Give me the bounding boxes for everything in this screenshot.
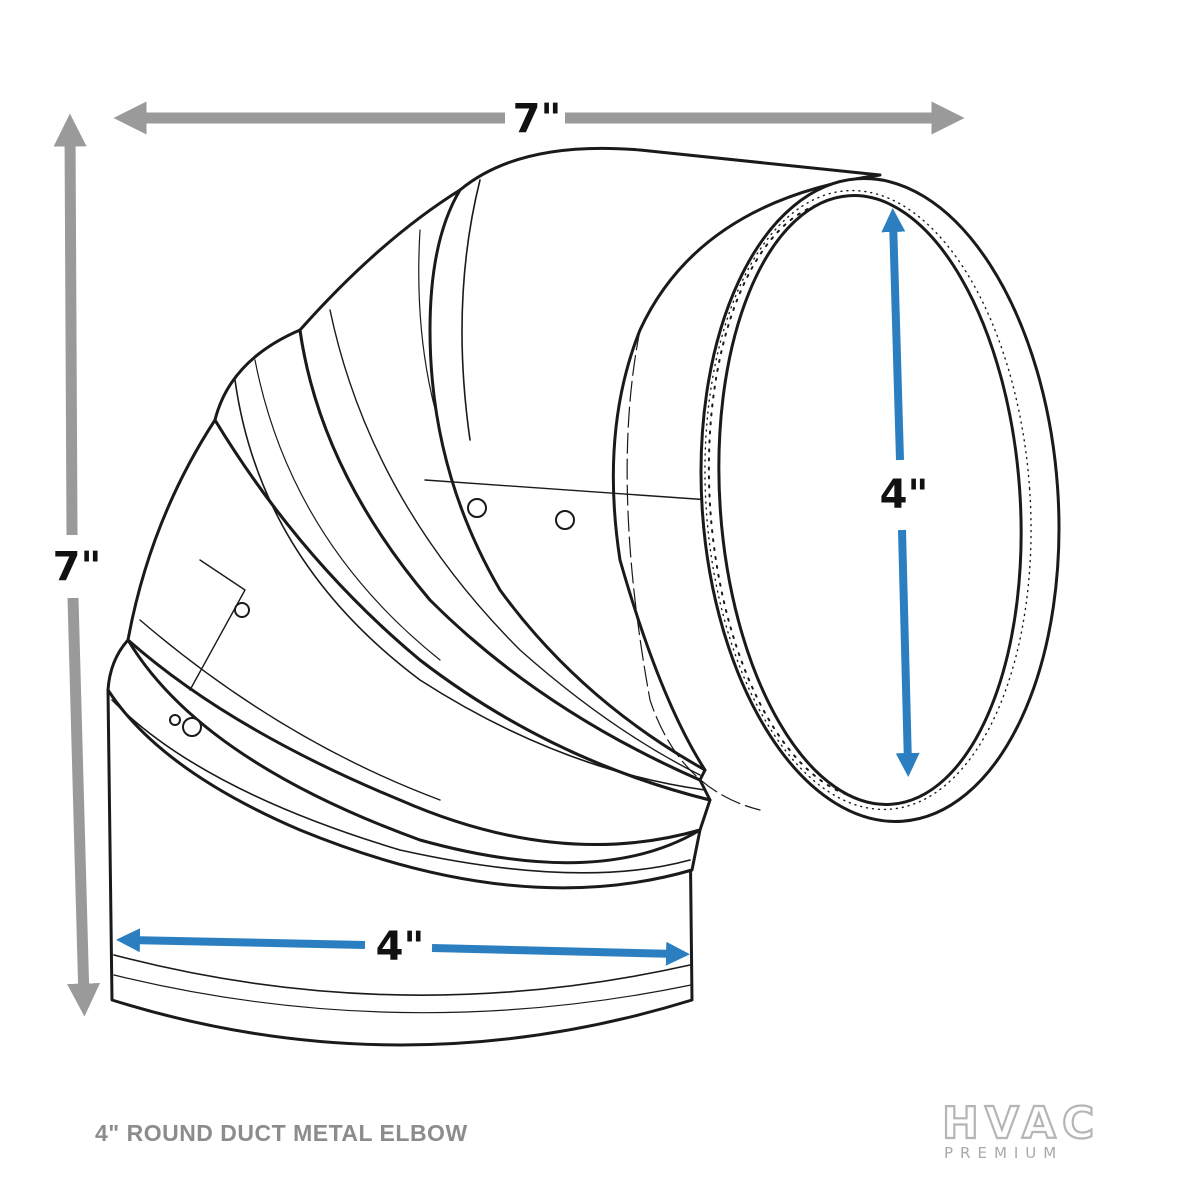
rivets: [169, 498, 575, 737]
overall-width-dimension: 7": [113, 96, 965, 142]
crimped-outlet: [626, 177, 1061, 823]
hvac-premium-logo: HVAC PREMIUM: [941, 1100, 1100, 1162]
outlet-diameter-arrow: [881, 208, 906, 461]
outlet-diameter-arrow: [895, 529, 920, 777]
inlet-diameter-dimension: 4": [116, 924, 690, 970]
inlet-diameter-arrow: [431, 941, 690, 966]
inlet-diameter-label: 4": [376, 924, 425, 970]
inlet-diameter-arrow: [116, 928, 366, 953]
rivet: [169, 714, 181, 726]
logo-tagline: PREMIUM: [944, 1144, 1063, 1162]
overall-width-label: 7": [513, 96, 562, 142]
overall-height-dimension: 7": [53, 113, 102, 1017]
outlet-diameter-label: 4": [880, 472, 929, 518]
elbow-illustration: [106, 146, 1061, 1047]
rivet: [234, 602, 250, 618]
rivet: [555, 510, 575, 530]
outlet-diameter-dimension: 4": [880, 208, 929, 777]
rivet: [182, 717, 202, 737]
overall-height-arrow: [53, 113, 87, 536]
overall-height-arrow: [67, 597, 101, 1017]
overall-height-label: 7": [53, 544, 102, 590]
inlet-collar: [106, 638, 702, 1047]
logo-name: HVAC: [942, 1100, 1100, 1149]
product-caption: 4" ROUND DUCT METAL ELBOW: [95, 1120, 468, 1146]
rivet: [467, 498, 487, 518]
